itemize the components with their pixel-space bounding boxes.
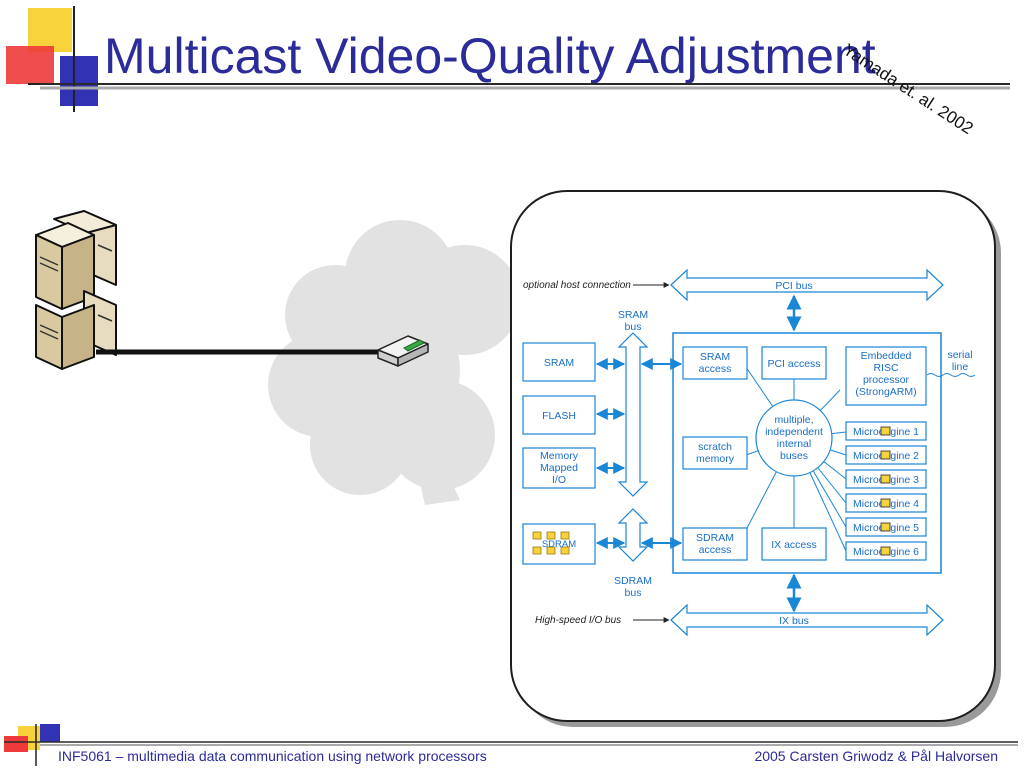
scratch-label-2: memory <box>696 453 735 465</box>
router-icon <box>377 335 429 367</box>
mmio-label-1: Memory <box>540 450 579 462</box>
flash-block-label: FLASH <box>542 410 576 422</box>
network-cloud-icon <box>268 220 520 505</box>
title-rule <box>40 83 1010 90</box>
red-square <box>6 46 54 84</box>
sram-bus-label-1: SRAM <box>618 309 648 321</box>
sram-block <box>522 342 596 382</box>
sdram-bus-label-2: bus <box>625 587 642 599</box>
hub-label-4: buses <box>780 450 808 462</box>
server-tower-icon <box>35 210 117 370</box>
mmio-label-3: I/O <box>552 474 566 486</box>
microengine-list: Microengine 1 Microengine 2 Microengine … <box>845 421 927 561</box>
sdram-access-label-2: access <box>699 544 732 556</box>
diagram-panel <box>510 190 996 722</box>
risc-processor-block <box>845 346 927 406</box>
serial-label-2: line <box>952 361 969 373</box>
serial-label-1: serial <box>947 349 972 361</box>
pci-access-block <box>761 346 827 380</box>
microengine-4-chip <box>880 498 891 508</box>
ix-bus-arrow <box>670 603 944 637</box>
microengine-2-chip <box>880 450 891 460</box>
footer-blue-square <box>40 724 60 742</box>
mmio-block <box>522 447 596 489</box>
microengine-3-chip <box>880 474 891 484</box>
sram-access-label-1: SRAM <box>700 351 730 363</box>
yellow-square <box>28 8 72 52</box>
risc-label-1: Embedded <box>861 350 912 362</box>
ix-access-label: IX access <box>771 539 817 551</box>
sram-bus-arrow <box>617 332 649 497</box>
network-processor-diagram: optional host connection PCI bus SRAM bu… <box>510 190 1001 727</box>
sdram-bus-label-1: SDRAM <box>614 575 652 587</box>
flash-block <box>522 395 596 435</box>
pci-bus-label: PCI bus <box>775 280 812 292</box>
high-speed-io-label: High-speed I/O bus <box>535 615 621 626</box>
risc-label-3: processor <box>863 374 910 386</box>
scratch-label-1: scratch <box>698 441 732 453</box>
slide-title: Multicast Video-Quality Adjustment <box>104 28 876 84</box>
sram-access-block <box>682 346 748 380</box>
microengine-6-chip <box>880 546 891 556</box>
pci-bus-arrow <box>670 268 944 302</box>
sdram-chips <box>532 531 570 555</box>
hub-label-3: internal <box>777 438 811 450</box>
sdram-block <box>522 523 596 565</box>
blue-square <box>60 56 98 106</box>
risc-label-2: RISC <box>873 362 899 374</box>
footer-decoration <box>4 724 1018 766</box>
sdram-access-block <box>682 527 748 561</box>
footer-course: INF5061 – multimedia data communication … <box>58 748 487 764</box>
network-link <box>96 349 384 355</box>
scratch-memory-block <box>682 436 748 470</box>
hub-label-1: multiple, <box>774 414 813 426</box>
mmio-label-2: Mapped <box>540 462 578 474</box>
sdram-access-label-1: SDRAM <box>696 532 734 544</box>
sdram-bus-arrow <box>617 508 649 562</box>
footer-red-square <box>4 736 28 752</box>
optional-host-label: optional host connection <box>523 280 631 291</box>
sdram-block-label: SDRAM <box>542 539 576 550</box>
risc-label-4: (StrongARM) <box>855 386 916 398</box>
sram-block-label: SRAM <box>544 357 574 369</box>
ix-access-block <box>761 527 827 561</box>
internal-buses-hub <box>755 399 833 477</box>
pci-access-label: PCI access <box>767 358 820 370</box>
sram-bus-label-2: bus <box>625 321 642 333</box>
ix-bus-label: IX bus <box>779 615 809 627</box>
chip-boundary <box>672 332 942 574</box>
hub-label-2: independent <box>765 426 823 438</box>
serial-line <box>926 373 976 377</box>
footer-authors: 2005 Carsten Griwodz & Pål Halvorsen <box>754 748 998 764</box>
microengine-5-chip <box>880 522 891 532</box>
sram-access-label-2: access <box>699 363 732 375</box>
microengine-1-chip <box>880 426 891 436</box>
